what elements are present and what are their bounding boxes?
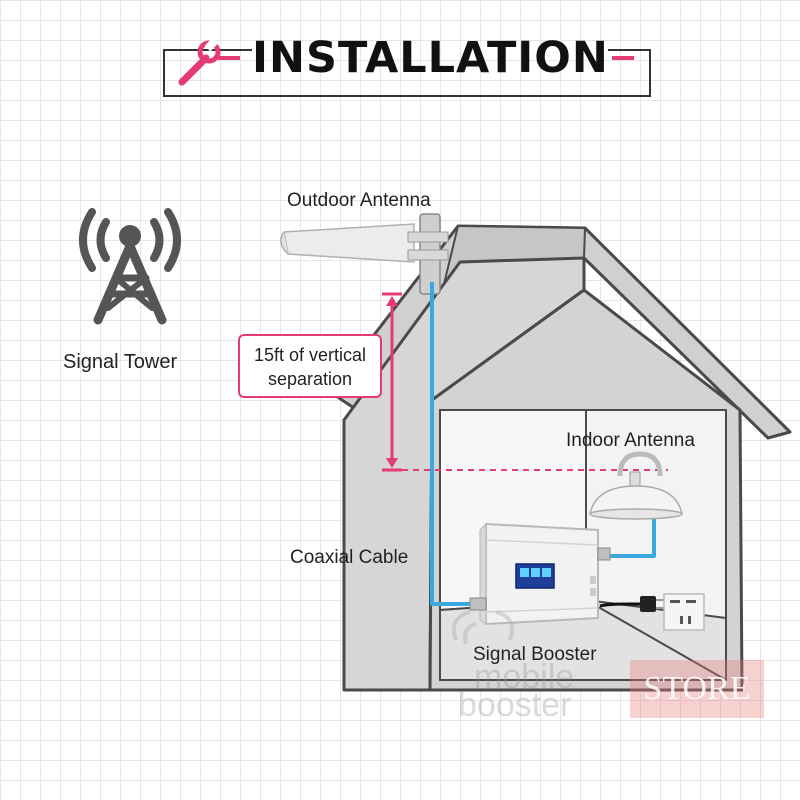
watermark-store-badge: STORE — [630, 660, 764, 718]
indoor-antenna — [589, 451, 683, 520]
watermark-logo-icon — [451, 610, 515, 645]
wrench-icon — [178, 38, 221, 86]
page-title: INSTALLATION — [252, 33, 609, 83]
vertical-separation-line2: separation — [267, 369, 353, 389]
outdoor-antenna-label: Outdoor Antenna — [287, 190, 431, 211]
signal-tower-icon — [79, 208, 181, 325]
power-outlet — [599, 593, 705, 631]
coaxial-cable — [430, 282, 478, 606]
vertical-separation-indicator — [382, 292, 668, 472]
indoor-antenna-label: Indoor Antenna — [566, 430, 695, 451]
banner-frame — [163, 49, 651, 97]
signal-booster-device — [469, 522, 611, 626]
vertical-separation-callout: 15ft of vertical separation — [238, 334, 382, 398]
vertical-separation-line1: 15ft of vertical — [253, 345, 367, 365]
signal-booster-label: Signal Booster — [473, 644, 597, 665]
outdoor-antenna — [280, 213, 449, 295]
signal-tower-label: Signal Tower — [63, 351, 178, 373]
watermark-text-line2: booster — [458, 686, 572, 724]
watermark-text-line1: mobile — [474, 658, 575, 696]
coaxial-cable-label: Coaxial Cable — [290, 547, 409, 568]
